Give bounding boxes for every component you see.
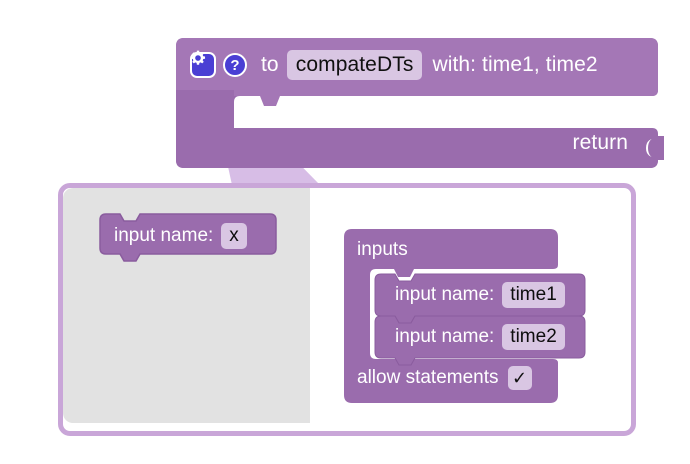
procedure-name-field[interactable]: compateDTs [286,50,423,80]
input-name-block-time1[interactable]: input name: time1 [374,273,586,324]
procedure-definition-block[interactable]: ? to compateDTs with: time1, time2 retur… [176,38,664,168]
help-icon[interactable]: ? [223,53,247,77]
flyout-input-name-block[interactable]: input name: x [99,213,277,262]
input-name-block-time2[interactable]: input name: time2 [374,315,586,366]
gear-glyph [190,50,206,65]
allow-statements-checkbox[interactable]: ✓ [507,366,532,390]
input-name-value[interactable]: x [221,223,247,249]
input-name-value[interactable]: time1 [502,282,565,308]
mutator-panel[interactable]: input name: x inputs allow statements ✓ [58,183,636,436]
input-name-value[interactable]: time2 [502,324,565,350]
flyout-block-shape [99,213,277,262]
mutator-flyout[interactable]: input name: x [63,188,310,423]
gear-icon[interactable] [190,50,216,78]
